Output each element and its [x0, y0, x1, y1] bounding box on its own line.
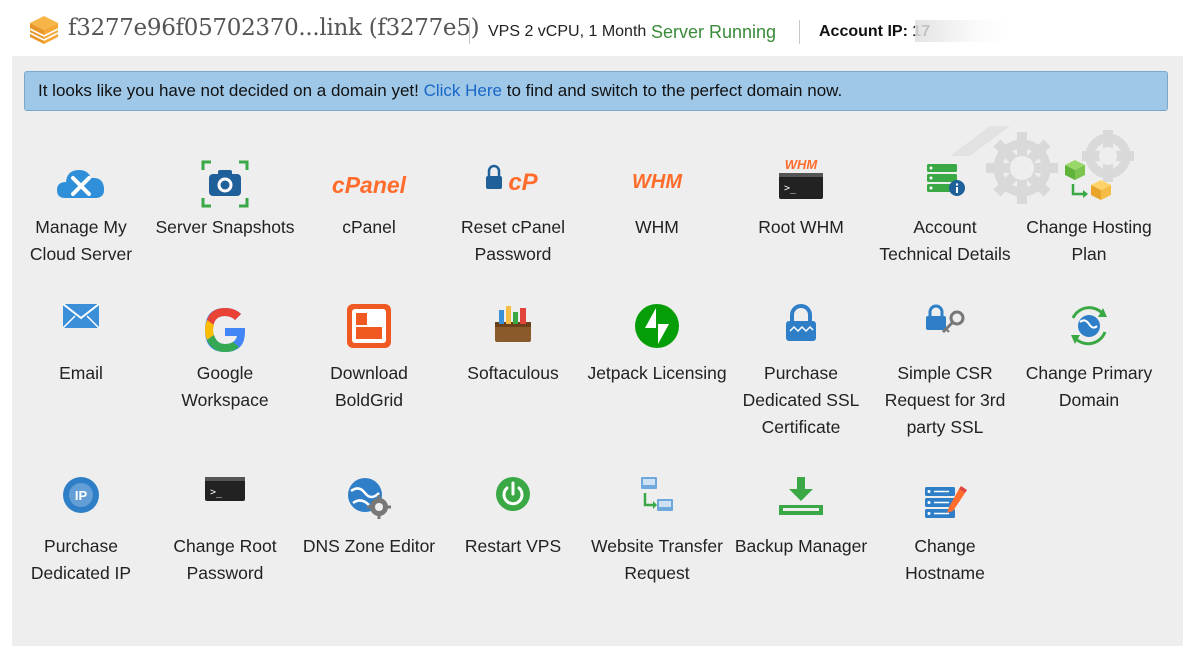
- tool-server-snapshots[interactable]: Server Snapshots: [155, 158, 295, 241]
- tool-dns-zone-editor[interactable]: DNS Zone Editor: [299, 477, 439, 560]
- account-ip: Account IP: 17: [819, 23, 930, 40]
- svg-text:cPanel: cPanel: [332, 172, 407, 198]
- ip-redaction: [915, 20, 1010, 42]
- camera-icon: [201, 160, 249, 208]
- google-icon: [205, 308, 245, 352]
- download-backup-icon: [779, 477, 823, 515]
- svg-text:WHM: WHM: [632, 171, 683, 193]
- envelope-icon: [62, 304, 100, 329]
- server-info-icon: [927, 164, 965, 196]
- banner-link[interactable]: Click Here: [423, 81, 502, 100]
- tool-reset-cpanel-password[interactable]: cP Reset cPanel Password: [443, 158, 583, 268]
- lock-cpanel-icon: cP: [486, 164, 539, 196]
- svg-text:cP: cP: [508, 169, 538, 196]
- tool-change-primary-domain[interactable]: Change Primary Domain: [1019, 304, 1159, 414]
- tool-change-root-password[interactable]: >_ Change Root Password: [155, 477, 295, 587]
- banner-text: It looks like you have not decided on a …: [38, 81, 419, 100]
- ssl-lock-icon: [786, 304, 816, 341]
- tool-account-technical-details[interactable]: Account Technical Details: [875, 158, 1015, 268]
- whm-logo-icon: WHM: [632, 171, 683, 193]
- cpanel-logo-icon: cPanel: [332, 172, 407, 198]
- transfer-icon: [641, 477, 673, 511]
- svg-text:>_: >_: [784, 183, 797, 194]
- tool-purchase-dedicated-ip[interactable]: IP Purchase Dedicated IP: [11, 477, 151, 587]
- header-divider: [469, 20, 470, 44]
- cubes-swap-icon: [1065, 160, 1111, 200]
- tool-download-boldgrid[interactable]: Download BoldGrid: [299, 304, 439, 414]
- banner-text-after: to find and switch to the perfect domain…: [506, 81, 843, 100]
- globe-gear-icon: [348, 478, 391, 519]
- tool-email[interactable]: Email: [11, 304, 151, 387]
- tool-manage-cloud-server[interactable]: Manage My Cloud Server: [11, 158, 151, 268]
- cloud-tools-icon: [57, 170, 105, 198]
- tool-change-hostname[interactable]: Change Hostname: [875, 477, 1015, 587]
- tool-purchase-dedicated-ssl[interactable]: Purchase Dedicated SSL Certificate: [731, 304, 871, 441]
- svg-text:>_: >_: [210, 487, 223, 498]
- terminal-icon: >_: [205, 477, 245, 501]
- header-bar: f3277e96f05702370...link (f3277e5) VPS 2…: [0, 0, 1197, 62]
- tool-softaculous[interactable]: Softaculous: [443, 304, 583, 387]
- gears-decoration-icon: [950, 126, 1134, 204]
- softaculous-icon: [495, 306, 531, 342]
- globe-refresh-icon: [1071, 306, 1107, 346]
- tool-restart-vps[interactable]: Restart VPS: [443, 477, 583, 560]
- tool-cpanel[interactable]: cPanel cPanel: [299, 158, 439, 241]
- tool-change-hosting-plan[interactable]: Change Hosting Plan: [1019, 158, 1159, 268]
- server-status: Server Running: [651, 22, 777, 42]
- tools-panel: [12, 56, 1183, 646]
- svg-text:WHM: WHM: [785, 158, 819, 172]
- tool-root-whm[interactable]: WHM >_ Root WHM: [758, 158, 844, 237]
- power-icon: [496, 477, 530, 511]
- domain-banner: It looks like you have not decided on a …: [24, 71, 1168, 111]
- tool-website-transfer-request[interactable]: Website Transfer Request: [587, 477, 727, 587]
- boldgrid-icon: [347, 304, 391, 348]
- plan-label: VPS 2 vCPU, 1 Month: [488, 23, 647, 40]
- tool-google-workspace[interactable]: Google Workspace: [155, 304, 295, 414]
- server-edit-icon: [925, 486, 967, 518]
- jetpack-icon: [635, 304, 679, 348]
- header-divider: [799, 20, 800, 44]
- ip-globe-icon: IP: [63, 477, 99, 513]
- tool-simple-csr-request[interactable]: Simple CSR Request for 3rd party SSL: [875, 304, 1015, 441]
- account-title: f3277e96f05702370...link (f3277e5): [68, 15, 480, 41]
- tool-whm[interactable]: WHM WHM: [587, 158, 727, 241]
- tool-backup-manager[interactable]: Backup Manager: [731, 477, 871, 560]
- lock-key-icon: [926, 304, 965, 334]
- svg-text:IP: IP: [75, 488, 88, 503]
- server-box-icon: [29, 16, 59, 44]
- tool-jetpack-licensing[interactable]: Jetpack Licensing: [587, 304, 727, 387]
- whm-terminal-icon: WHM >_: [779, 158, 823, 199]
